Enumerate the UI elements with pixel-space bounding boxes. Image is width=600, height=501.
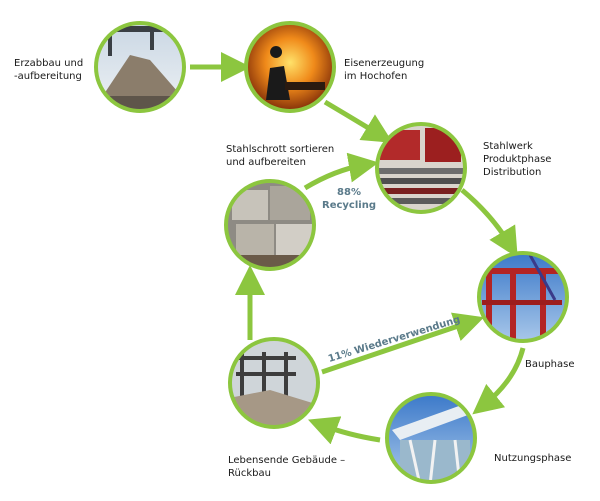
building-demolition-photo [231, 340, 317, 426]
glass-steel-building-photo [388, 395, 474, 481]
label-ore: Erzabbau und -aufbereitung [14, 57, 83, 83]
recycling-label: Recycling [322, 200, 376, 211]
label-scrap-line-2: und aufbereiten [226, 157, 306, 168]
arrow-construction-to-use [472, 347, 526, 415]
ring-scrap [224, 179, 316, 271]
label-furnace-line-2: im Hochofen [344, 71, 408, 82]
label-scrap: Stahlschrott sortieren und aufbereiten [226, 143, 334, 169]
stage-rings [94, 21, 569, 484]
arrow-use-to-demolition [307, 416, 381, 445]
ring-steelworks [375, 122, 467, 214]
ring-use [385, 392, 477, 484]
label-use: Nutzungsphase [494, 452, 571, 465]
label-steelworks: Stahlwerk Produktphase Distribution [483, 140, 551, 179]
label-steelworks-line-2: Produktphase [483, 154, 552, 165]
recycling-percent: 88% [337, 187, 361, 198]
ring-construction [477, 251, 569, 343]
label-demolition-line-1: Lebensende Gebäude – [228, 455, 346, 466]
label-demolition: Lebensende Gebäude – Rückbau [228, 454, 345, 480]
flow-arrows [190, 52, 526, 445]
ore-pile-conveyor-photo [97, 24, 183, 110]
label-scrap-line-1: Stahlschrott sortieren [226, 144, 335, 155]
label-use-line-1: Nutzungsphase [494, 453, 572, 464]
red-steel-frame-construction-photo [480, 254, 566, 340]
label-ore-line-1: Erzabbau und [14, 58, 84, 69]
label-ore-line-2: -aufbereitung [14, 71, 82, 82]
ring-ore [94, 21, 186, 113]
label-steelworks-line-1: Stahlwerk [483, 141, 533, 152]
recycling-stat: 88% Recycling [322, 186, 376, 212]
arrow-demolition-to-construction-reuse [321, 312, 485, 375]
blast-furnace-worker-photo [247, 24, 333, 110]
label-furnace-line-1: Eisenerzeugung [344, 58, 425, 69]
ring-furnace [244, 21, 336, 113]
label-furnace: Eisenerzeugung im Hochofen [344, 57, 424, 83]
label-construction-line-1: Bauphase [525, 359, 575, 370]
arrow-scrap-to-steelworks [303, 152, 379, 191]
label-construction: Bauphase [525, 358, 575, 371]
arrow-furnace-to-steelworks [323, 99, 393, 143]
label-demolition-line-2: Rückbau [228, 468, 271, 479]
reuse-label: 11% Wiederverwendung [327, 314, 462, 365]
arrow-steelworks-to-construction [460, 188, 518, 258]
label-steelworks-line-3: Distribution [483, 167, 542, 178]
ring-demolition [228, 337, 320, 429]
